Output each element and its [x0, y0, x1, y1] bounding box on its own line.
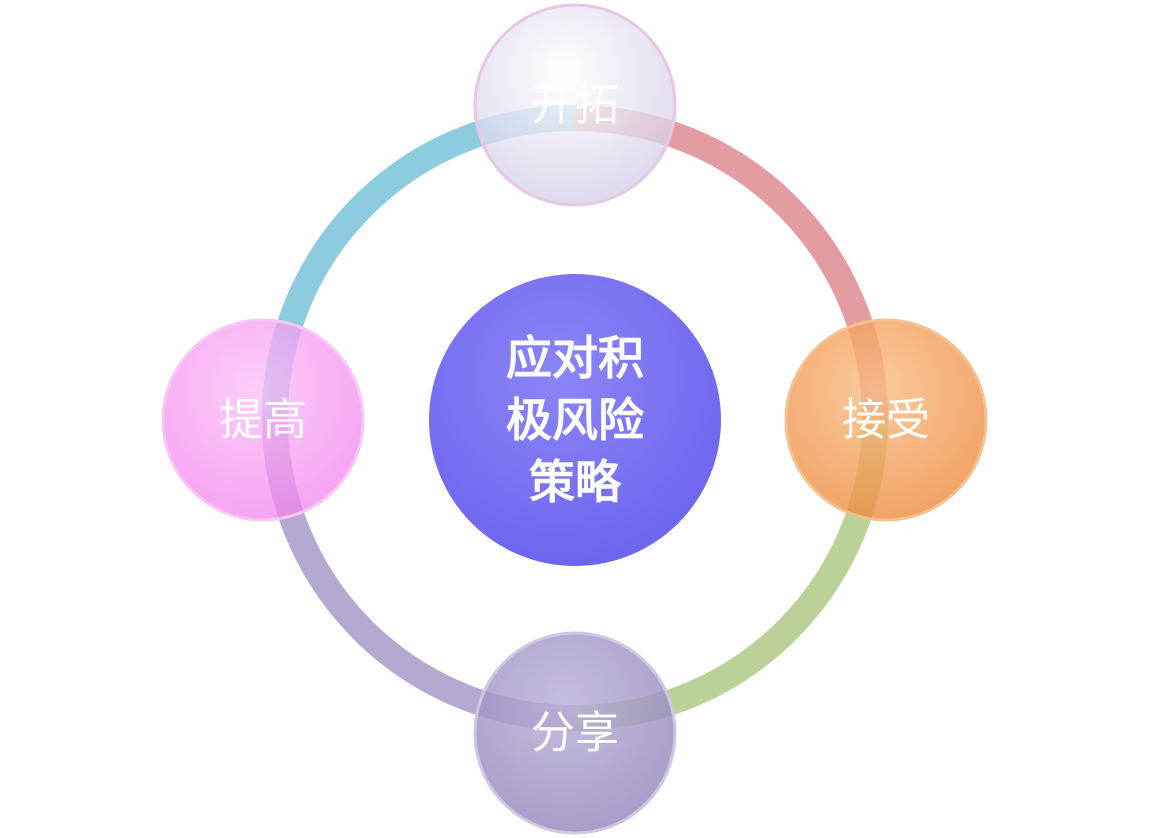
node-top-circle	[473, 3, 677, 207]
node-top-label: 开拓	[531, 80, 619, 131]
node-right-label: 接受	[842, 395, 930, 446]
node-bottom: 分享	[473, 631, 677, 835]
center-node: 应对积 极风险 策略	[429, 274, 721, 566]
center-circle	[429, 274, 721, 566]
center-label-line-3: 策略	[529, 455, 622, 509]
node-bottom-circle	[473, 631, 677, 835]
node-left: 提高	[161, 318, 365, 522]
center-label-line-1: 应对积	[506, 331, 644, 385]
node-left-label: 提高	[219, 395, 307, 446]
node-right-circle	[784, 318, 988, 522]
center-label-line-2: 极风险	[506, 393, 645, 447]
node-top: 开拓	[473, 3, 677, 207]
node-bottom-label: 分享	[531, 708, 619, 759]
node-right: 接受	[784, 318, 988, 522]
node-left-circle	[161, 318, 365, 522]
